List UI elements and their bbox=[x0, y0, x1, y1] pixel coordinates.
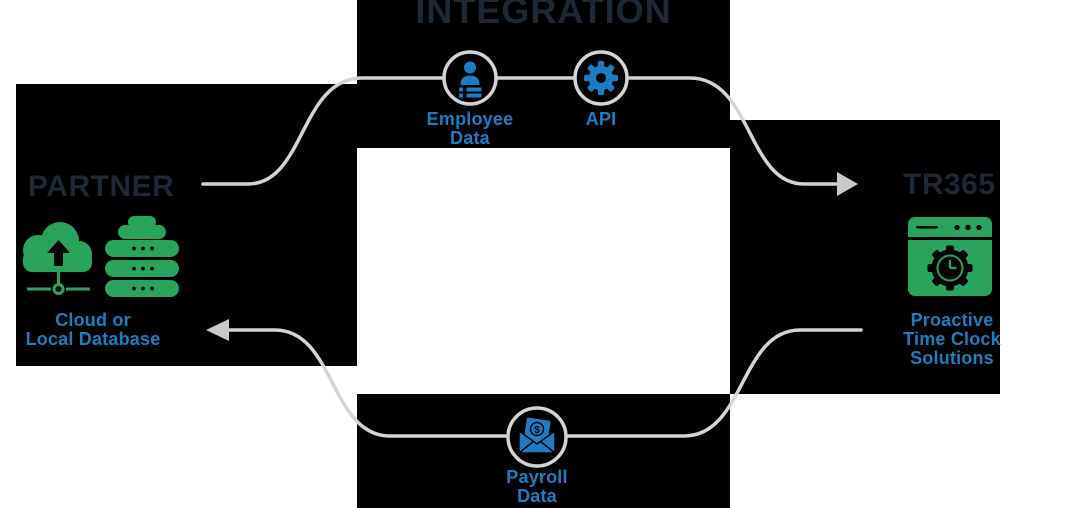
tr365-caption-line1: Proactive bbox=[910, 310, 994, 330]
node-circle-payroll-data bbox=[506, 406, 568, 468]
white-panel bbox=[730, 0, 1075, 120]
payroll-data-label-line2: Data bbox=[517, 486, 557, 506]
employee-data-label: Employee Data bbox=[410, 110, 530, 148]
employee-data-label-line1: Employee bbox=[426, 109, 514, 129]
employee-profile-icon bbox=[459, 61, 482, 98]
payroll-data-label: Payroll Data bbox=[477, 468, 597, 506]
white-panel bbox=[0, 366, 357, 508]
tr365-caption-line3: Solutions bbox=[910, 348, 994, 368]
node-circle-api bbox=[573, 50, 629, 106]
node-circle-employee-data bbox=[442, 50, 498, 106]
flow-path-tr365-to-payroll bbox=[564, 328, 863, 438]
white-panel bbox=[730, 394, 1075, 508]
partner-caption-line2: Local Database bbox=[25, 329, 161, 349]
flow-path-api-to-tr365 bbox=[626, 76, 838, 186]
database-icon bbox=[105, 216, 179, 297]
tr365-title: TR365 bbox=[903, 168, 996, 201]
integration-title: INTEGRATION bbox=[357, 0, 730, 38]
payroll-envelope-icon: $ bbox=[518, 417, 556, 454]
arrowhead-left-icon bbox=[206, 319, 229, 341]
api-label-line1: API bbox=[585, 109, 617, 129]
time-clock-app-icon bbox=[908, 217, 992, 296]
payroll-data-label-line1: Payroll bbox=[506, 467, 568, 487]
white-panel bbox=[357, 148, 730, 394]
partner-caption-line1: Cloud or bbox=[55, 310, 131, 330]
partner-caption: Cloud or Local Database bbox=[3, 311, 183, 349]
flow-path-partner-to-employee bbox=[201, 76, 446, 186]
dollar-badge: $ bbox=[534, 425, 540, 436]
tr365-caption-line2: Time Clock bbox=[903, 329, 1001, 349]
integration-title-text: INTEGRATION bbox=[415, 0, 672, 31]
tr365-caption: Proactive Time Clock Solutions bbox=[862, 311, 1042, 368]
arrowhead-right-icon bbox=[837, 172, 858, 196]
api-label: API bbox=[551, 110, 651, 129]
flow-path-payroll-to-partner bbox=[228, 328, 510, 438]
cloud-upload-icon bbox=[23, 222, 92, 295]
employee-data-label-line2: Data bbox=[450, 128, 490, 148]
white-panel bbox=[0, 84, 16, 366]
partner-title: PARTNER bbox=[28, 170, 175, 203]
white-panel bbox=[1000, 120, 1075, 394]
white-panel bbox=[0, 0, 357, 84]
gear-icon bbox=[584, 61, 618, 95]
